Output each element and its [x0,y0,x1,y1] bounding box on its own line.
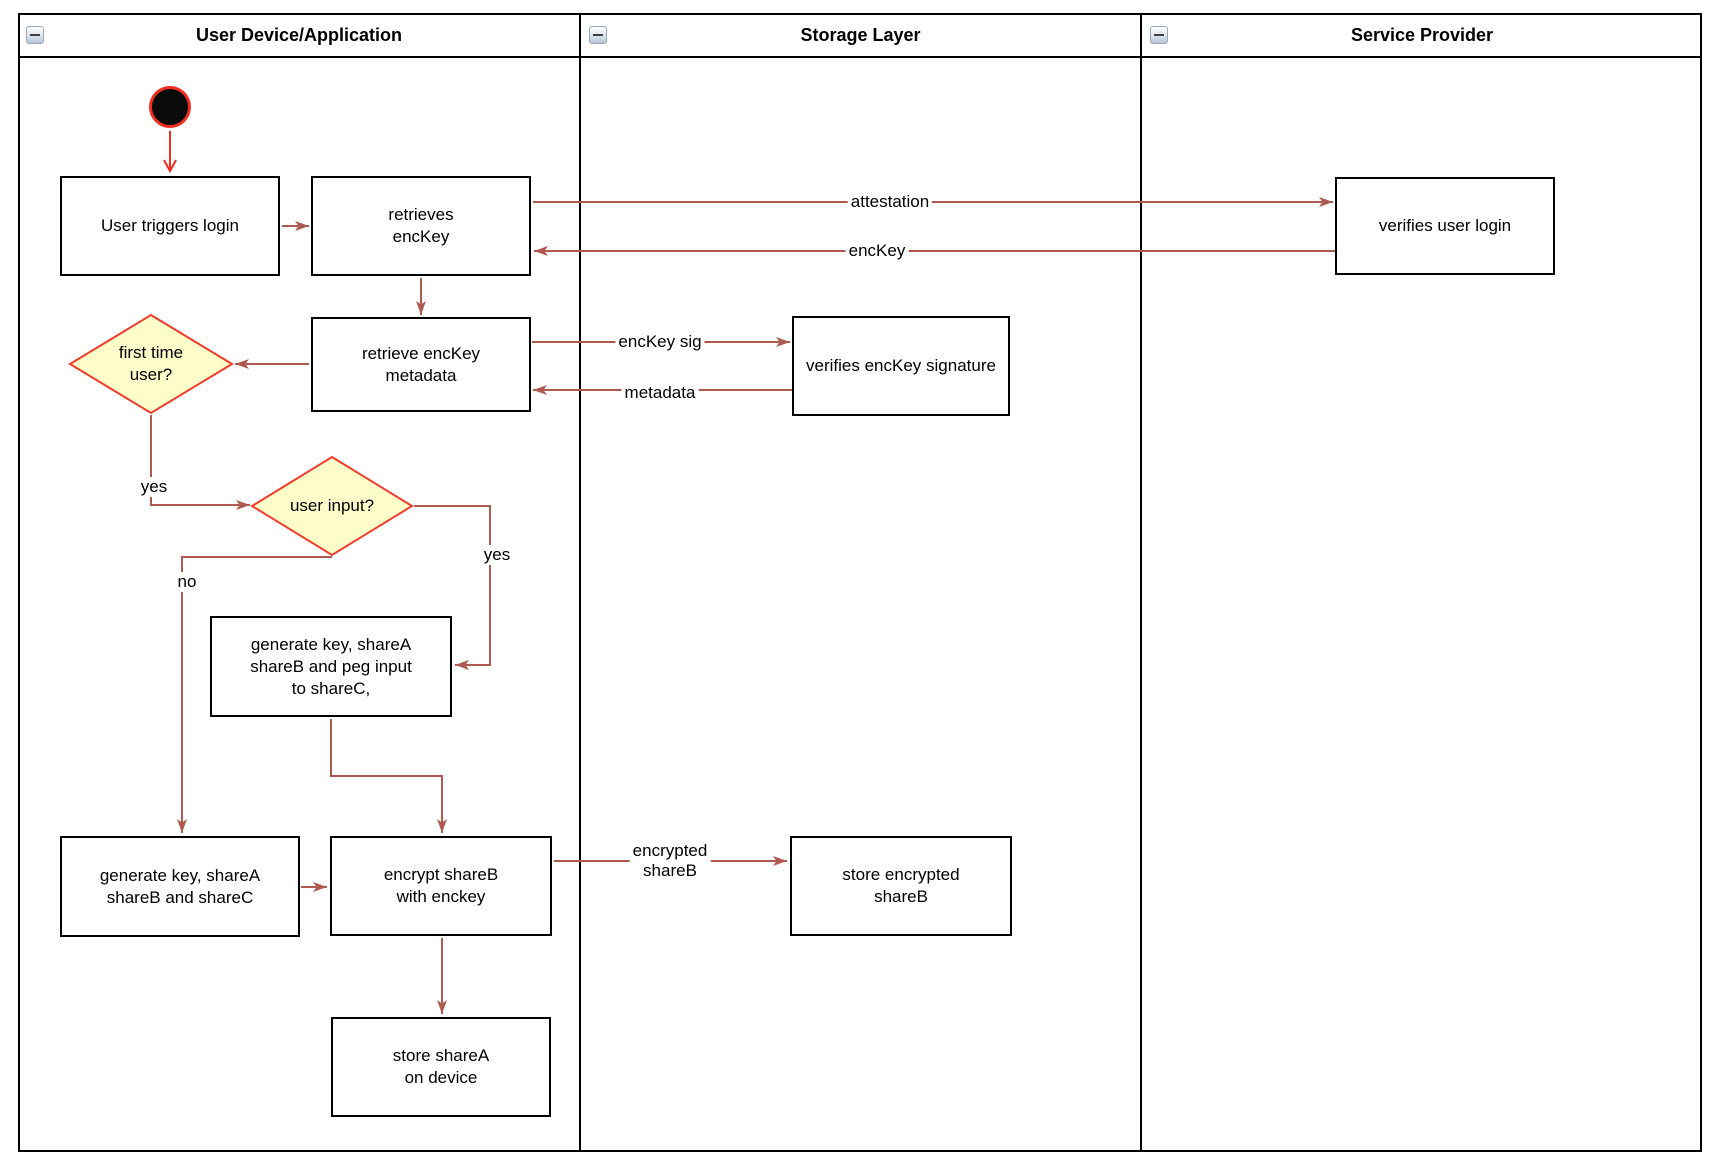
edge-label-enckey[interactable]: encKey [845,241,909,261]
edge-label-yes-userinput[interactable]: yes [480,545,514,565]
collapse-lane-icon[interactable] [589,26,607,44]
lane-title: User Device/Application [195,25,403,45]
decision-first-time-user-shape[interactable] [68,313,234,415]
node-encrypt-shareb[interactable]: encrypt shareB with enckey [330,836,552,936]
lane-title: Service Provider [1350,25,1494,45]
lane-header-storage-layer[interactable]: Storage Layer [581,15,1140,56]
node-retrieve-enckey-metadata[interactable]: retrieve encKey metadata [311,317,531,412]
lane-title: Storage Layer [800,25,921,45]
edge-label-attestation[interactable]: attestation [847,192,933,212]
lane-header-user-device[interactable]: User Device/Application [18,15,580,56]
node-store-encrypted-shareb[interactable]: store encrypted shareB [790,836,1012,936]
edge-firsttime-yes[interactable] [150,415,250,510]
node-generate-peg-input[interactable]: generate key, shareA shareB and peg inpu… [210,616,452,717]
node-verifies-enckey-signature[interactable]: verifies encKey signature [792,316,1010,416]
decision-user-input-shape[interactable] [250,455,414,557]
pool-border [18,13,1702,1152]
node-user-triggers-login[interactable]: User triggers login [60,176,280,276]
node-store-sharea[interactable]: store shareA on device [331,1017,551,1117]
node-retrieves-enckey[interactable]: retrieves encKey [311,176,531,276]
lane-divider[interactable] [579,13,581,1152]
collapse-lane-icon[interactable] [26,26,44,44]
node-verifies-user-login[interactable]: verifies user login [1335,177,1555,275]
header-divider-line [18,56,1702,58]
collapse-lane-icon[interactable] [1150,26,1168,44]
start-node[interactable] [149,86,191,128]
edge-userinput-no[interactable] [177,556,332,833]
edge-label-metadata[interactable]: metadata [621,383,699,403]
edge-label-encrypted-shareb[interactable]: encrypted shareB [629,841,711,881]
node-generate-shares[interactable]: generate key, shareA shareB and shareC [60,836,300,937]
edge-label-yes-firsttime[interactable]: yes [137,477,171,497]
edge-userinput-yes[interactable] [414,505,491,670]
edge-label-enckey-sig[interactable]: encKey sig [615,332,705,352]
edge-label-no[interactable]: no [174,572,200,592]
edge-peg-to-encrypt[interactable] [330,719,447,833]
lane-divider[interactable] [1140,13,1142,1152]
lane-header-service-provider[interactable]: Service Provider [1142,15,1702,56]
